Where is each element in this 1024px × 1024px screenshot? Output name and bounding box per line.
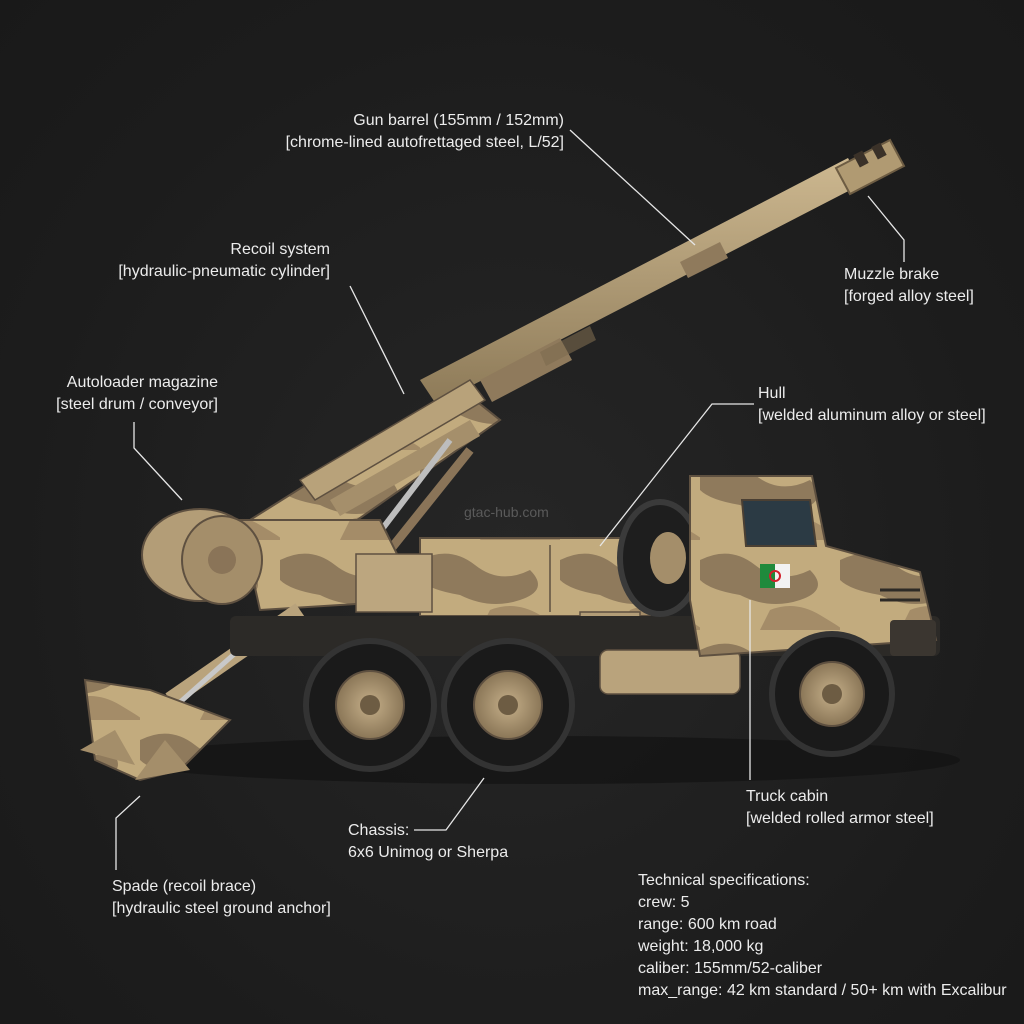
callout-recoil-system: Recoil system [hydraulic-pneumatic cylin…: [104, 239, 330, 283]
callout-title: Gun barrel (155mm / 152mm): [353, 112, 564, 129]
spec-line-caliber: caliber: 155mm/52-caliber: [638, 960, 823, 977]
leader-hull: [599, 403, 754, 547]
autoloader-magazine: [141, 508, 263, 605]
callout-title: Hull: [758, 385, 786, 402]
truck-cabin: [689, 475, 938, 658]
leader-gun-barrel: [569, 129, 696, 246]
callout-detail: [forged alloy steel]: [844, 288, 974, 305]
callout-chassis: Chassis: 6x6 Unimog or Sherpa: [348, 820, 508, 864]
callout-hull: Hull [welded aluminum alloy or steel]: [758, 383, 986, 427]
callout-muzzle-brake: Muzzle brake [forged alloy steel]: [844, 264, 974, 308]
callout-detail: [chrome-lined autofrettaged steel, L/52]: [285, 134, 564, 151]
callout-title: Recoil system: [230, 241, 330, 258]
leader-lines: [115, 129, 905, 870]
tech-specs-heading: Technical specifications:: [638, 872, 810, 889]
flag-icon: [760, 564, 790, 588]
callout-title: Spade (recoil brace): [112, 878, 257, 895]
spec-line-max-range: max_range: 42 km standard / 50+ km with …: [638, 982, 1007, 999]
spec-line-crew: crew: 5: [638, 894, 690, 911]
callout-detail: 6x6 Unimog or Sherpa: [348, 844, 509, 861]
tech-specs: Technical specifications: crew: 5 range:…: [638, 870, 1007, 1002]
leader-spade: [115, 795, 141, 870]
spec-line-range: range: 600 km road: [638, 916, 777, 933]
watermark: gtac-hub.com: [464, 504, 549, 520]
callout-detail: [hydraulic-pneumatic cylinder]: [118, 263, 330, 280]
gun-barrel: [420, 158, 862, 404]
leader-chassis: [414, 777, 485, 831]
callout-title: Muzzle brake: [844, 266, 940, 283]
spec-line-weight: weight: 18,000 kg: [638, 938, 764, 955]
wheel-rear: [303, 638, 437, 772]
callout-title: Chassis:: [348, 822, 410, 839]
callout-title: Autoloader magazine: [66, 374, 218, 391]
callout-detail: [welded aluminum alloy or steel]: [758, 407, 986, 424]
callout-spade: Spade (recoil brace) [hydraulic steel gr…: [112, 876, 331, 920]
spare-tire: [617, 499, 703, 617]
callout-detail: [welded rolled armor steel]: [746, 810, 934, 827]
leader-autoloader: [133, 422, 183, 501]
callout-gun-barrel: Gun barrel (155mm / 152mm) [chrome-lined…: [272, 110, 564, 154]
callout-title: Truck cabin: [746, 788, 829, 805]
callout-autoloader: Autoloader magazine [steel drum / convey…: [40, 372, 218, 416]
wheel-front: [769, 631, 895, 757]
callout-truck-cabin: Truck cabin [welded rolled armor steel]: [746, 786, 934, 830]
muzzle-brake: [834, 138, 906, 196]
wheel-middle: [441, 638, 575, 772]
recoil-system: [248, 379, 502, 562]
leader-muzzle-brake: [867, 195, 905, 262]
fuel-tank: [599, 649, 741, 695]
callout-detail: [hydraulic steel ground anchor]: [112, 900, 331, 917]
wheels: [303, 631, 895, 772]
leader-recoil-system: [349, 285, 405, 395]
callout-detail: [steel drum / conveyor]: [56, 396, 218, 413]
